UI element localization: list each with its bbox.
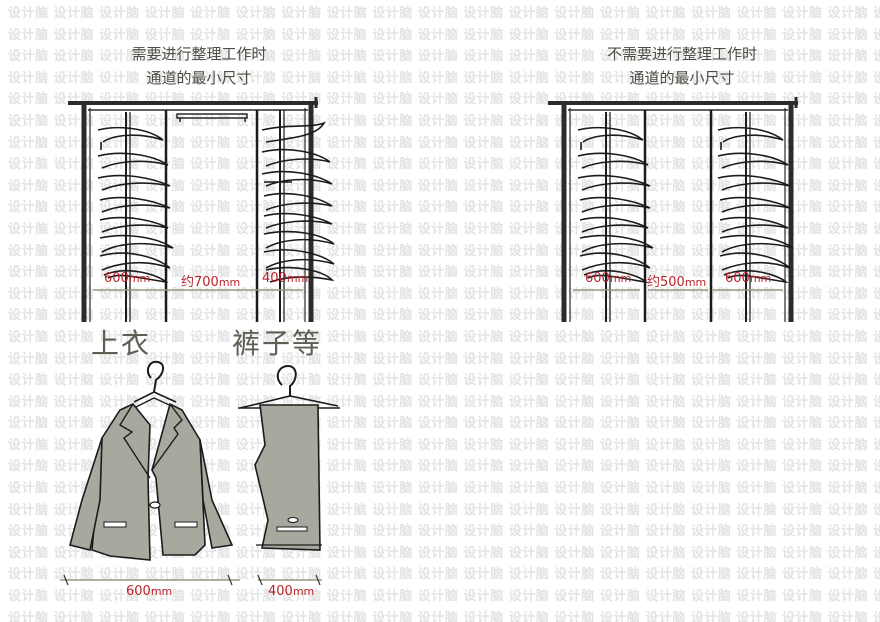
right-dim-3: 600mm bbox=[725, 271, 772, 286]
jacket-width: 600mm bbox=[126, 584, 173, 599]
right-hanging-clothes-icon bbox=[261, 122, 335, 283]
jacket-label: 上衣 bbox=[91, 327, 152, 360]
right-title-line2: 通道的最小尺寸 bbox=[629, 69, 735, 87]
left-dim-2: 约700mm bbox=[181, 275, 241, 290]
pants-width: 400mm bbox=[268, 584, 315, 599]
left-title-line2: 通道的最小尺寸 bbox=[146, 69, 252, 87]
left-hanging-clothes-icon bbox=[97, 126, 174, 283]
right-diagram-title: 不需要进行整理工作时 通道的最小尺寸 bbox=[562, 42, 802, 90]
right-dim-1: 600mm bbox=[585, 271, 632, 286]
left-title-line1: 需要进行整理工作时 bbox=[131, 45, 267, 63]
pants-on-hanger-icon bbox=[238, 364, 340, 551]
right-hanging-clothes-icon bbox=[717, 126, 794, 283]
left-diagram-title: 需要进行整理工作时 通道的最小尺寸 bbox=[79, 42, 319, 90]
left-dim-3: 400mm bbox=[262, 271, 309, 286]
jacket-on-hanger-icon bbox=[69, 360, 234, 561]
pants-label: 裤子等 bbox=[232, 327, 323, 360]
right-title-line1: 不需要进行整理工作时 bbox=[606, 45, 757, 63]
garment-dimension-lines bbox=[60, 574, 322, 586]
right-wardrobe-frame bbox=[548, 97, 798, 322]
left-hanging-clothes-icon bbox=[577, 126, 654, 283]
right-dim-2: 约500mm bbox=[647, 275, 707, 290]
left-wardrobe-frame bbox=[68, 97, 335, 322]
left-dim-1: 600mm bbox=[104, 271, 151, 286]
